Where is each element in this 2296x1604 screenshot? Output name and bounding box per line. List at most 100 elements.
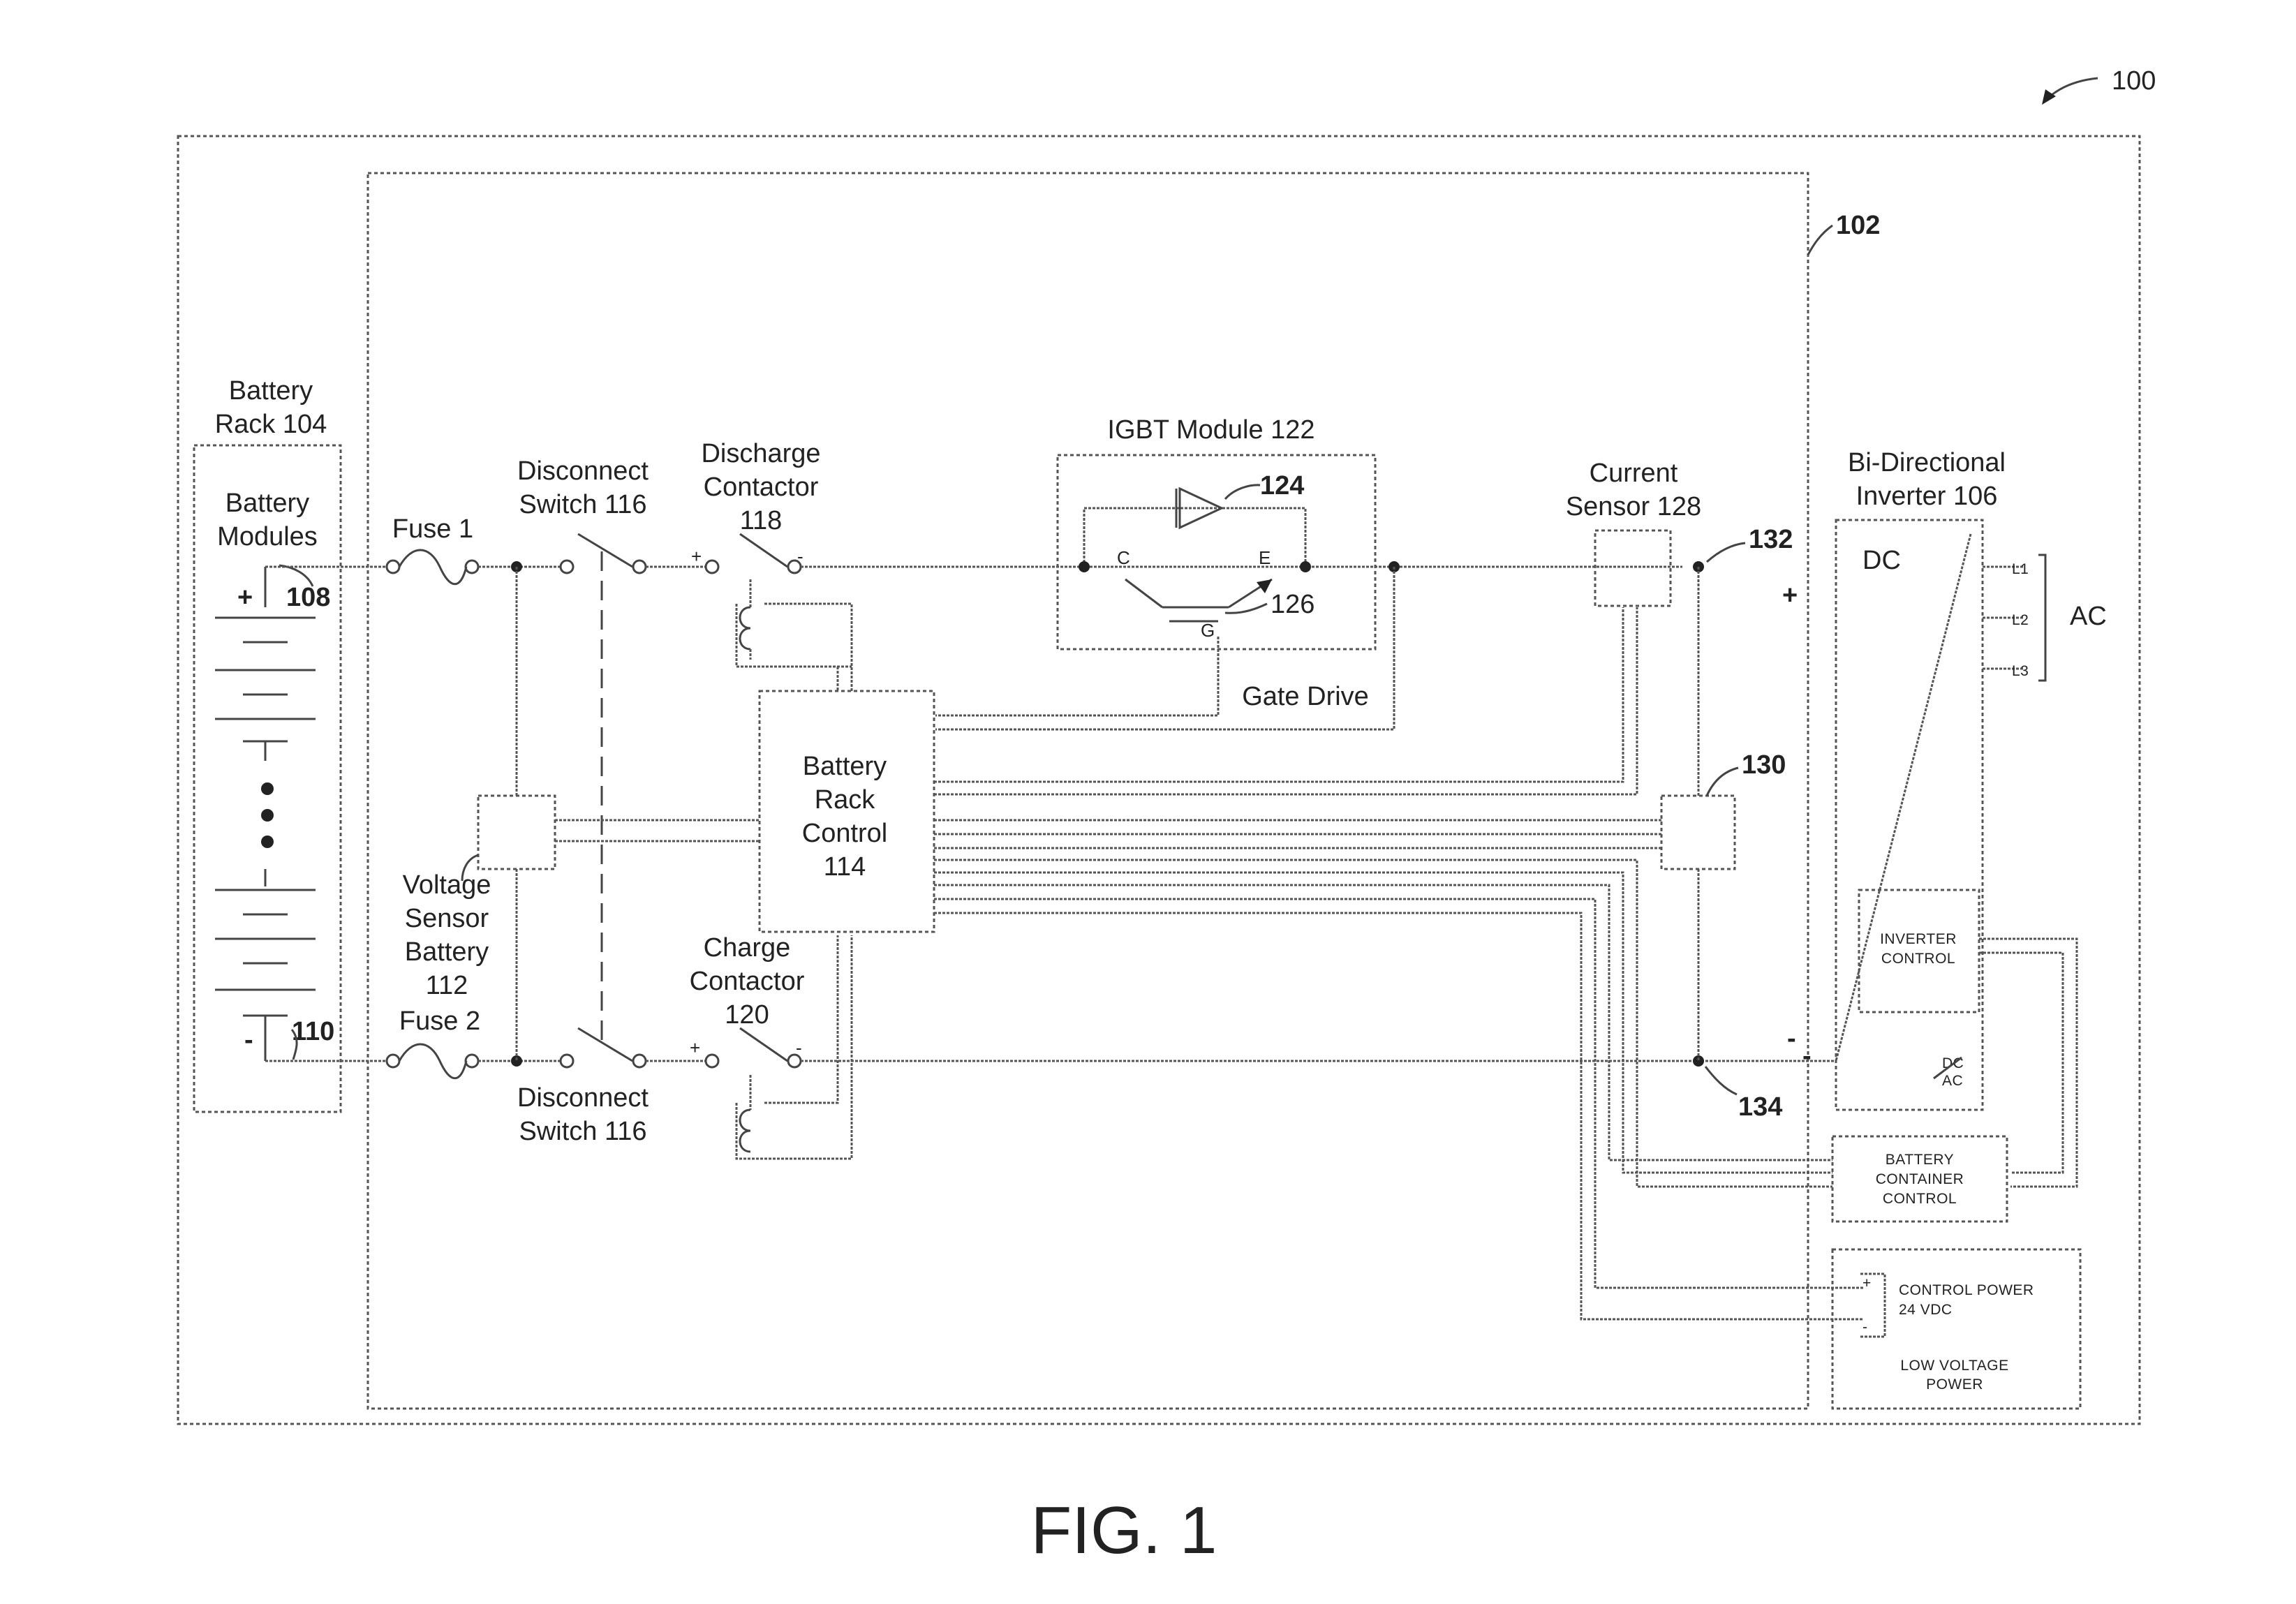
disconnect-switch-bottom-label: Disconnect: [517, 1083, 649, 1113]
ac-terminals: [1983, 554, 2047, 682]
battery-rack-control-label-2: Rack: [815, 785, 876, 815]
svg-text:+: +: [690, 1037, 700, 1058]
battery-rack-title-2: Rack 104: [215, 410, 327, 439]
igbt-module-title: IGBT Module 122: [1107, 415, 1314, 445]
fuse-2-label: Fuse 2: [399, 1007, 480, 1036]
svg-text:+: +: [691, 546, 702, 567]
voltage-sensor-label-4: 112: [426, 971, 468, 1000]
low-voltage-power-label-2: POWER: [1926, 1376, 1983, 1393]
ac-terminal-l1: L1: [2012, 561, 2029, 577]
battery-cell-stack: + -: [215, 567, 316, 1061]
igbt-module-box: [1056, 454, 1377, 651]
inverter-ac-label: AC: [2070, 602, 2107, 631]
voltage-sensor-label-2: Sensor: [405, 904, 489, 933]
ref-134-label: 134: [1738, 1092, 1782, 1122]
current-sensor-label-2: Sensor 128: [1566, 492, 1701, 521]
charge-contactor-label-3: 120: [725, 1000, 769, 1030]
igbt-pin-c: C: [1117, 547, 1130, 568]
battery-rack-control-label: Battery: [803, 752, 887, 781]
low-voltage-power-box: [1831, 1248, 2082, 1410]
gate-drive-label: Gate Drive: [1242, 682, 1369, 711]
ref-102-label: 102: [1836, 211, 1880, 240]
voltage-sensor-box: [477, 794, 556, 870]
control-power-label: CONTROL POWER: [1899, 1282, 2034, 1298]
negative-bus: [265, 1027, 1836, 1080]
ref-132-label: 132: [1749, 525, 1793, 554]
battery-modules-label: Battery: [225, 489, 309, 518]
voltage-sensor-label-3: Battery: [405, 937, 489, 967]
ref-126-label: 126: [1271, 590, 1314, 619]
battery-rack-control-label-3: Control: [802, 819, 888, 848]
inverter-control-label: INVERTER: [1880, 931, 1957, 947]
battery-rack-title: Battery: [229, 376, 313, 406]
discharge-contactor-label-3: 118: [740, 506, 783, 535]
disconnect-switch-top-label: Disconnect: [517, 456, 649, 486]
current-sensor-box: [1594, 529, 1672, 607]
ref-126-pointer: [1224, 602, 1268, 614]
ref-102-pointer: [1807, 224, 1833, 255]
igbt-pin-g: G: [1201, 620, 1215, 641]
control-harness: [934, 607, 1864, 1321]
inverter-dc-ac-label-2: AC: [1942, 1073, 1963, 1089]
control-power-label-2: 24 VDC: [1899, 1302, 1953, 1318]
ref-134-pointer: [1704, 1066, 1738, 1096]
battery-container-control-label: BATTERY: [1886, 1152, 1954, 1168]
battery-container-control-label-3: CONTROL: [1883, 1191, 1957, 1207]
positive-bus: [265, 533, 1682, 586]
voltage-sensor-label: Voltage: [403, 870, 491, 900]
ref-132-pointer: [1706, 542, 1746, 563]
container-102: [366, 172, 1809, 1410]
battery-plus-sign: +: [237, 583, 253, 612]
figure-caption: FIG. 1: [1031, 1493, 1217, 1568]
svg-text:-: -: [796, 1037, 802, 1058]
battery-rack-control-box: [758, 690, 935, 933]
ref-124-pointer: [1224, 484, 1261, 500]
battery-minus-sign: -: [244, 1025, 253, 1055]
battery-rack-box: [193, 444, 342, 1113]
discharge-contactor-label-2: Contactor: [704, 473, 819, 502]
discharge-coil: [735, 579, 853, 691]
igbt-transistor: [1079, 561, 1311, 623]
inverter-control-box: [1858, 889, 1980, 1013]
ref-100-label: 100: [2112, 66, 2156, 96]
sensor-130-box: [1660, 794, 1736, 870]
charge-coil: [735, 935, 853, 1160]
ref-130-pointer: [1705, 766, 1739, 796]
ref-108-label: 108: [286, 583, 330, 612]
disconnect-switch-bottom-label-2: Switch 116: [519, 1117, 646, 1146]
disconnect-switch-top-label-2: Switch 116: [519, 490, 646, 519]
current-sensor-label: Current: [1590, 459, 1678, 488]
battery-container-control-label-2: CONTAINER: [1876, 1171, 1964, 1187]
inverter-title: Bi-Directional: [1848, 448, 2006, 477]
battery-rack-control-label-4: 114: [824, 852, 866, 882]
voltage-sensor-pointer: [461, 854, 479, 882]
ref-124-label: 124: [1260, 471, 1304, 500]
discharge-contactor-label: Discharge: [701, 439, 820, 468]
power-minus-sign: -: [1862, 1319, 1868, 1335]
ref-110-pointer: [290, 1029, 298, 1060]
inverter-box: [1835, 519, 1984, 1111]
low-voltage-power-label: LOW VOLTAGE: [1900, 1358, 2008, 1374]
charge-contactor-label: Charge: [704, 933, 791, 963]
svg-text:-: -: [1802, 1041, 1812, 1071]
ac-terminal-l2: L2: [2012, 612, 2029, 628]
battery-modules-label-2: Modules: [217, 522, 318, 551]
igbt-diode: [1083, 487, 1307, 567]
battery-container-control-box: [1831, 1135, 2008, 1223]
svg-text:+: +: [1782, 581, 1798, 610]
power-plus-sign: +: [1862, 1275, 1872, 1291]
inverter-dc-label: DC: [1862, 546, 1901, 575]
fuse-1-label: Fuse 1: [392, 514, 473, 544]
svg-text:-: -: [1787, 1024, 1796, 1053]
inverter-control-label-2: CONTROL: [1881, 951, 1955, 967]
igbt-pin-e: E: [1259, 547, 1271, 568]
ac-terminal-l3: L3: [2012, 663, 2029, 679]
system-enclosure-100: [177, 135, 2141, 1425]
ref-100-pointer: [2042, 77, 2098, 105]
charge-contactor-label-2: Contactor: [690, 967, 805, 996]
ref-130-label: 130: [1742, 750, 1786, 780]
svg-text:-: -: [797, 546, 803, 567]
ref-110-label: 110: [292, 1017, 334, 1046]
